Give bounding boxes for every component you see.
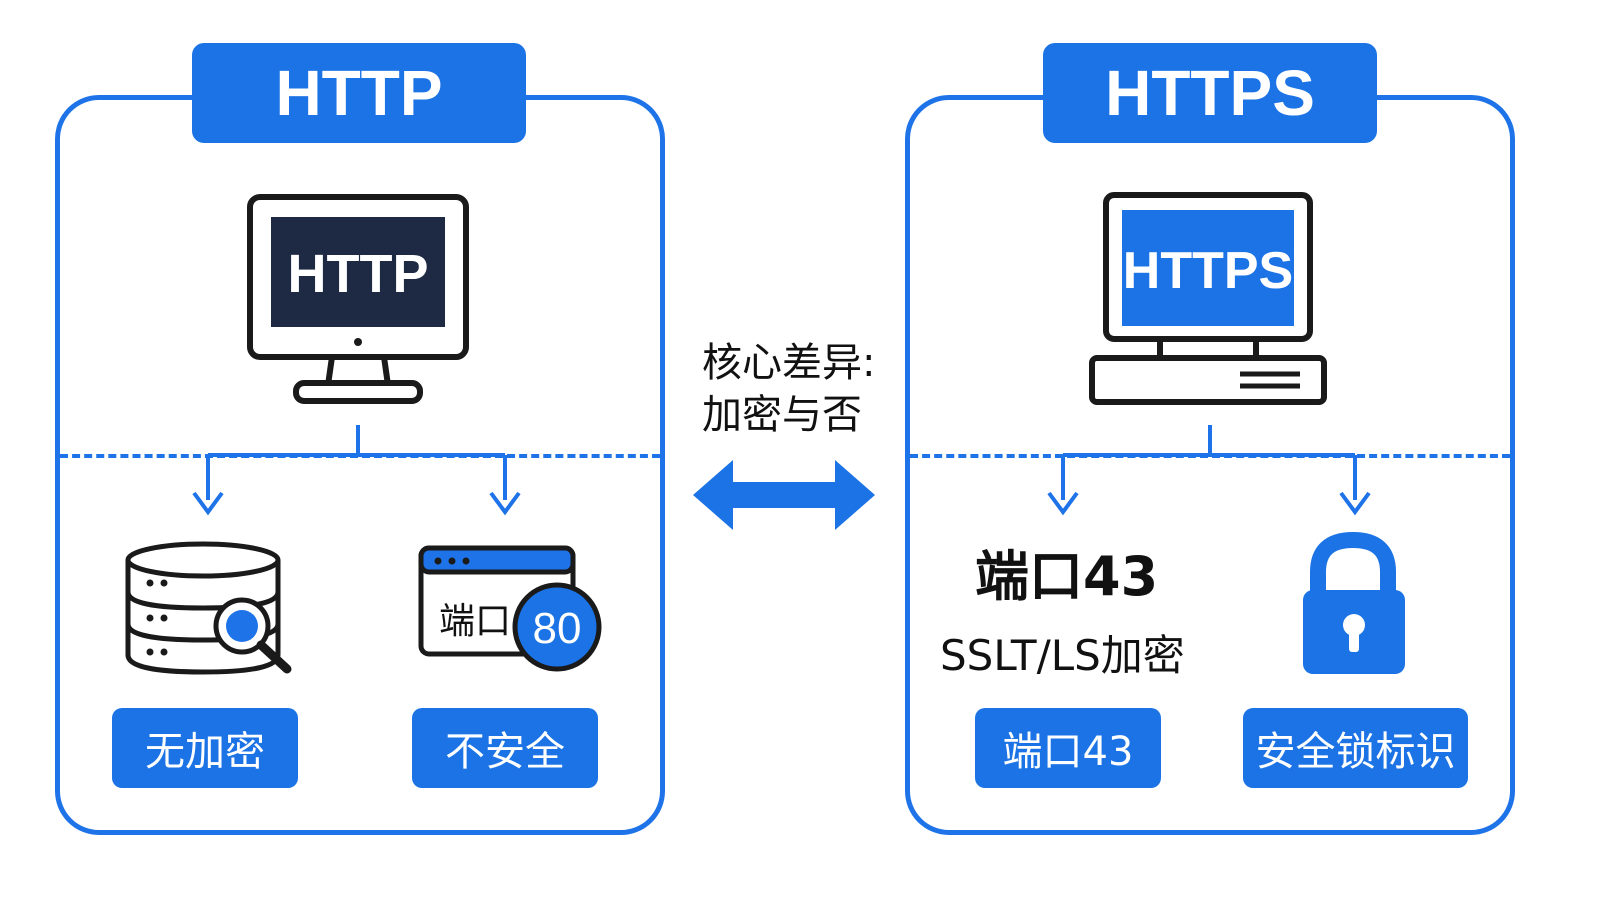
security-lock-button[interactable]: 安全锁标识 xyxy=(1243,708,1468,788)
http-monitor-text: HTTP xyxy=(288,244,429,304)
double-arrow-icon xyxy=(693,460,875,530)
https-connectors xyxy=(1047,425,1371,516)
no-encryption-button[interactable]: 无加密 xyxy=(112,708,298,788)
https-monitor-text: HTTPS xyxy=(1123,242,1293,300)
https-title: HTTPS xyxy=(1043,43,1377,143)
browser-window-icon xyxy=(418,545,602,672)
https-port-label: 端口43 xyxy=(975,545,1159,608)
insecure-button[interactable]: 不安全 xyxy=(412,708,598,788)
lock-icon xyxy=(1303,531,1405,674)
core-difference-label: 核心差异: xyxy=(702,340,876,386)
desktop-computer-icon xyxy=(1089,192,1327,405)
database-search-icon xyxy=(125,541,292,675)
http-connectors xyxy=(192,425,521,516)
core-difference-value: 加密与否 xyxy=(702,392,862,438)
monitor-icon xyxy=(247,194,469,404)
port-window-label: 端口 xyxy=(439,601,511,642)
port-43-button[interactable]: 端口43 xyxy=(975,708,1161,788)
http-title: HTTP xyxy=(192,43,526,143)
port-number-badge: 80 xyxy=(533,604,582,653)
https-protocol-label: SSLT/LS加密 xyxy=(940,631,1185,680)
